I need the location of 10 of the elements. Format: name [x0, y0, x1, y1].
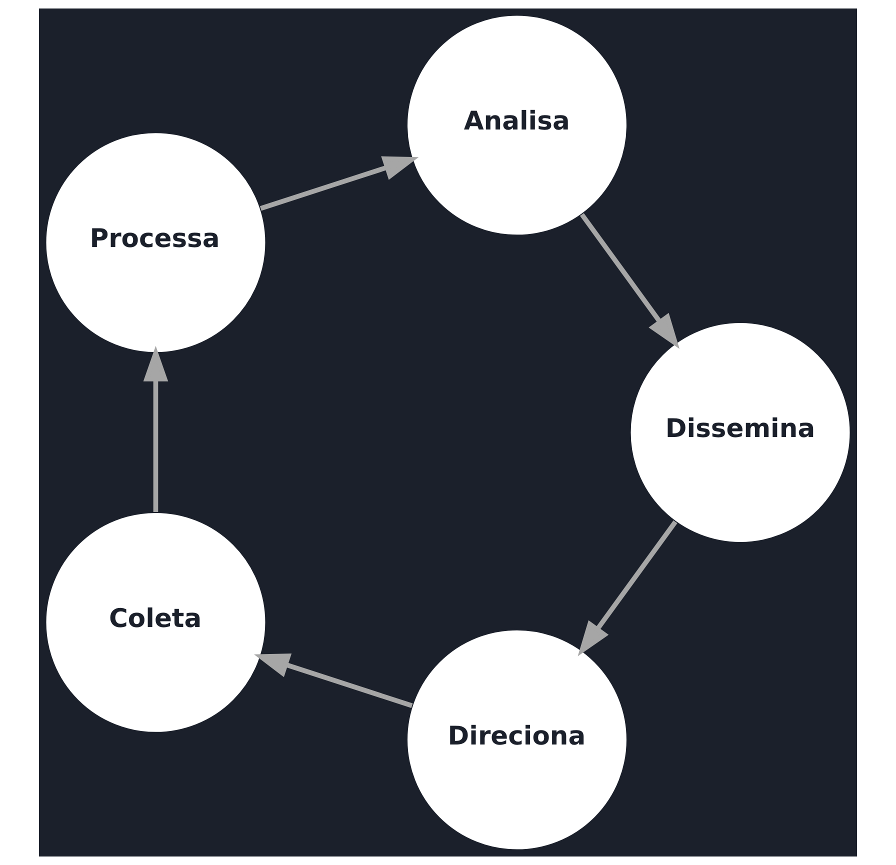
- arrow: [260, 156, 419, 211]
- arrow: [143, 346, 168, 512]
- arrow: [578, 520, 678, 656]
- arrow: [254, 654, 413, 708]
- node-circle: Processa: [44, 131, 267, 354]
- arrow: [580, 213, 680, 349]
- node-circle: Coleta: [44, 511, 267, 734]
- node-circle: Analisa: [406, 14, 628, 236]
- node-circle: Direciona: [406, 628, 628, 851]
- node-circle: Dissemina: [629, 321, 852, 544]
